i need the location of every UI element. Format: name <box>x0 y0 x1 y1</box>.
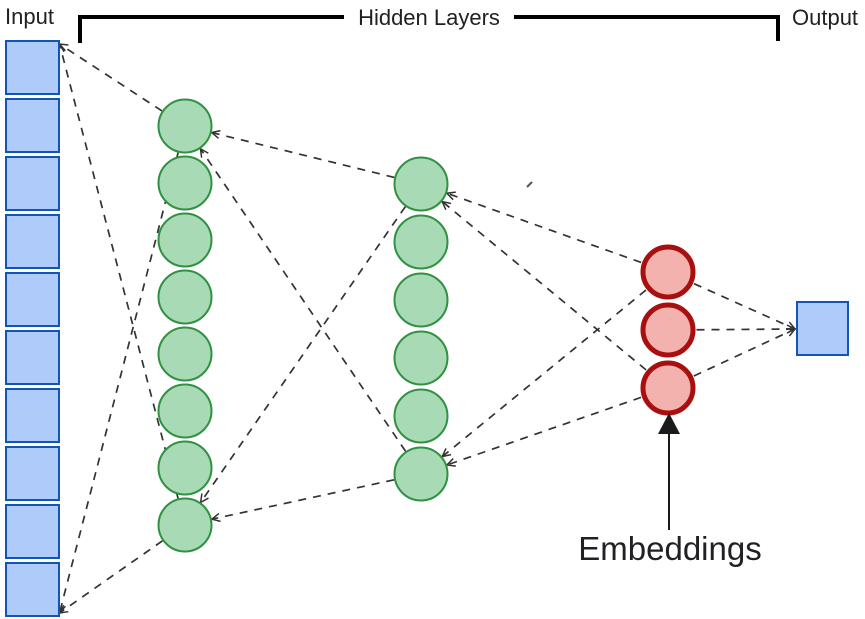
input-node <box>5 562 60 617</box>
output-node <box>796 301 849 356</box>
hidden-layer-2-node <box>393 388 449 444</box>
connector-line <box>693 282 797 331</box>
embedding-node <box>640 302 696 358</box>
connector-line <box>210 129 395 179</box>
connector-line <box>58 43 163 112</box>
hidden-layer-2-node <box>393 446 449 502</box>
embeddings-label: Embeddings <box>578 530 761 567</box>
input-node <box>5 98 60 153</box>
input-node <box>5 330 60 385</box>
hidden-layer-1-node <box>157 98 213 154</box>
hidden-layer-1-node <box>157 212 213 268</box>
embeddings-arrowhead-icon <box>658 413 680 434</box>
input-label: Input <box>5 4 54 29</box>
hidden-layer-2-node <box>393 214 449 270</box>
embedding-node <box>640 360 696 416</box>
input-node <box>5 388 60 443</box>
hidden-layer-2-node <box>393 272 449 328</box>
connector-line <box>58 540 163 614</box>
connector-line <box>440 200 647 371</box>
connector-line <box>440 289 647 458</box>
output-label: Output <box>792 5 858 30</box>
stray-mark <box>526 181 533 188</box>
input-node <box>5 272 60 327</box>
connector-line <box>56 152 179 615</box>
connector-line <box>199 147 407 452</box>
connector-line <box>696 324 797 334</box>
hidden-layer-1-node <box>157 155 213 211</box>
hidden-layer-1-node <box>157 383 213 439</box>
connector-line <box>199 206 407 504</box>
input-node <box>5 504 60 559</box>
input-node <box>5 156 60 211</box>
hidden-layer-1-node <box>157 497 213 553</box>
connector-line <box>210 478 395 523</box>
embedding-node <box>640 244 696 300</box>
hidden-layer-1-node <box>157 440 213 496</box>
hidden-layers-label: Hidden Layers <box>358 5 500 30</box>
hidden-layer-2-node <box>393 330 449 386</box>
hidden-layer-1-node <box>157 326 213 382</box>
input-node <box>5 214 60 269</box>
connector-lines <box>56 42 797 615</box>
bracket-label-backing <box>344 4 514 30</box>
connector-line <box>56 42 179 499</box>
hidden-layer-2-node <box>393 156 449 212</box>
hidden-layer-1-node <box>157 269 213 325</box>
network-nodes <box>5 40 849 617</box>
connector-line <box>445 396 642 467</box>
connector-line <box>445 191 642 264</box>
connector-line <box>693 327 797 377</box>
input-node <box>5 40 60 95</box>
input-node <box>5 446 60 501</box>
